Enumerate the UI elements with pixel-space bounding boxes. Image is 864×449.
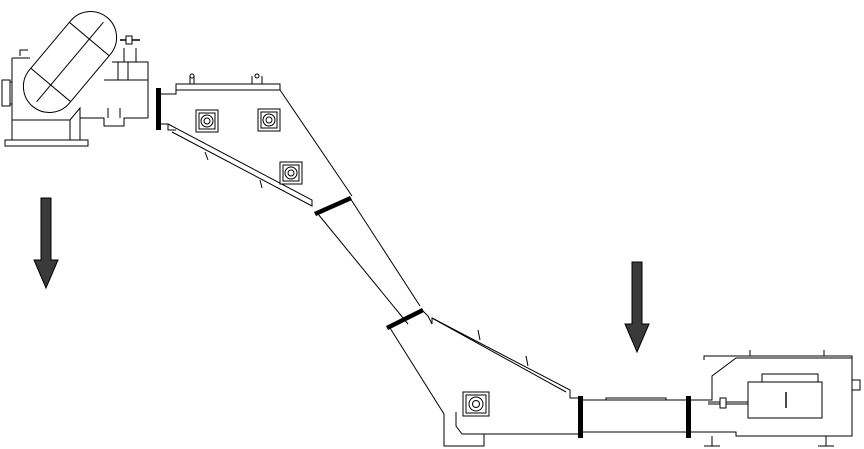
riser-right-wall (349, 197, 421, 307)
tail-housing (691, 350, 861, 447)
tail-feet (704, 436, 834, 447)
tail-top-bolts (749, 350, 825, 356)
inlet-duct-stub (107, 108, 121, 118)
right-down-arrow (624, 261, 650, 354)
lower-boot-left (389, 327, 485, 447)
inspection-port-4 (462, 391, 490, 417)
tail-top-plate (703, 355, 853, 360)
flange-lower-outlet (578, 396, 583, 438)
inlet-upper-duct (104, 79, 149, 118)
lower-section (389, 309, 578, 447)
lower-incline-inner (431, 317, 567, 393)
motor-box (747, 381, 823, 419)
horizontal-duct-walls (583, 399, 686, 433)
tail-bottom (691, 431, 822, 437)
tank-valve-supports (123, 48, 137, 62)
inlet-outlet-duct (80, 117, 148, 127)
upper-lift-lug-left (189, 73, 195, 79)
tank-valve (125, 35, 133, 45)
upper-lift-lug-right (254, 73, 260, 79)
upper-casing-top (161, 89, 353, 197)
upper-cover-bolts (189, 76, 263, 84)
flange-inlet (156, 88, 161, 130)
inspection-port-1 (195, 109, 219, 133)
upper-incline-plate (167, 123, 313, 207)
tail-housing-outline (691, 357, 853, 437)
left-down-arrow (33, 197, 59, 290)
inlet-top-frame (112, 61, 149, 80)
drive-shaft (708, 401, 748, 405)
upper-cover-plate (175, 83, 281, 91)
tail-side-lug (852, 379, 861, 391)
inlet-support-posts (117, 62, 129, 80)
upper-head-section (161, 73, 353, 207)
flange-lower-mid (386, 308, 424, 330)
flow-arrows (33, 197, 650, 354)
inspection-port-3 (279, 161, 303, 185)
horizontal-duct-cover (605, 397, 667, 400)
flange-upper-mid (314, 196, 352, 216)
shaft-coupling (719, 397, 727, 409)
inlet-top-bracket (19, 49, 28, 56)
upper-incline-stiffeners (204, 151, 263, 189)
inspection-port-2 (257, 108, 281, 132)
diagonal-riser (317, 197, 421, 325)
lower-incline-stiffeners (477, 329, 529, 367)
riser-left-wall (317, 213, 409, 325)
inlet-lower-frame (12, 106, 81, 140)
tilted-tank (22, 10, 118, 114)
horizontal-duct (583, 397, 686, 433)
flange-tail (686, 396, 691, 438)
lower-incline-plate (421, 309, 578, 399)
inlet-assembly (1, 10, 149, 147)
motor-cover (761, 373, 819, 383)
inlet-side-port (1, 79, 11, 107)
inlet-base-plate (4, 139, 89, 147)
upper-casing-inlet (161, 123, 176, 131)
